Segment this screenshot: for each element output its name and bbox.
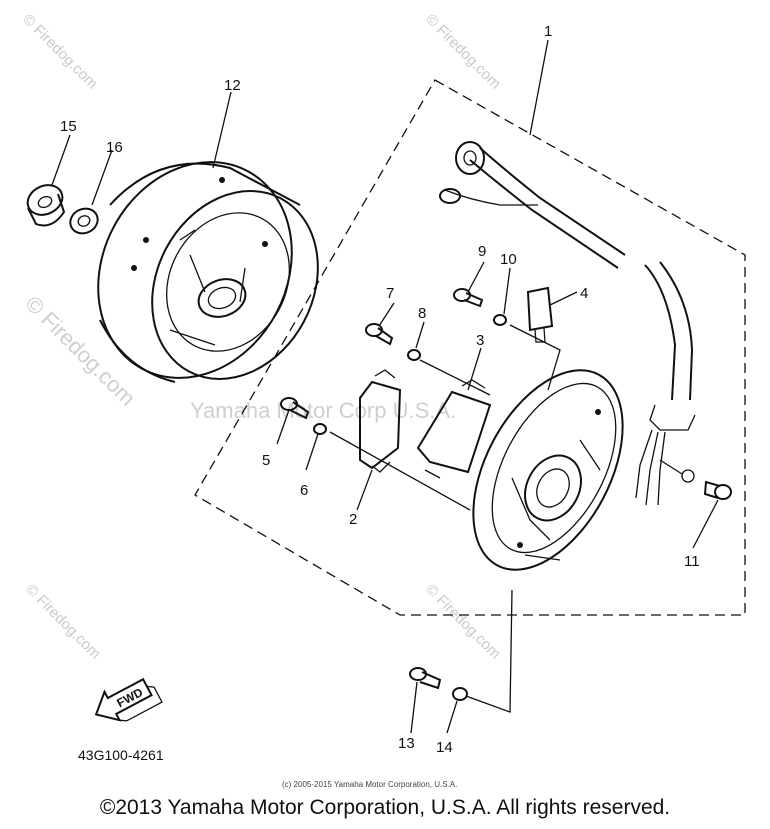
callout-9: 9 [478,243,486,260]
diagram-code: 43G100-4261 [78,747,164,763]
watermark-firedog-3: © Firedog.com [20,291,140,411]
washer-14 [452,687,468,701]
pickup-coil [526,286,554,343]
screw-13 [409,667,442,690]
leader-lines [51,39,719,734]
washer-8 [407,349,421,361]
fwd-arrow: FWD [94,677,163,722]
screw-11 [703,480,732,500]
callout-1: 1 [544,23,552,40]
screw-7 [365,323,394,346]
copyright-small: (c) 2005-2015 Yamaha Motor Corporation, … [282,780,457,789]
stator-base-plate [472,369,624,571]
watermark-firedog-1: © Firedog.com [19,11,101,93]
watermark-firedog-4: © Firedog.com [22,581,104,663]
copyright-main: ©2013 Yamaha Motor Corporation, U.S.A. A… [99,796,671,819]
watermark-firedog-5: © Firedog.com [422,581,504,663]
washer [69,207,99,235]
washer-10 [493,314,507,326]
callout-3: 3 [476,332,484,349]
callout-11: 11 [684,553,700,570]
nut [26,184,66,227]
source-coil [416,379,492,479]
flywheel-rotor [97,161,319,383]
callout-10: 10 [500,251,517,268]
callout-16: 16 [106,139,123,156]
callout-7: 7 [386,285,394,302]
assembly-boundary [194,79,746,616]
callout-6: 6 [300,482,308,499]
screw-9 [453,288,484,308]
callout-14: 14 [436,739,453,756]
callout-8: 8 [418,305,426,322]
callout-2: 2 [349,511,357,528]
watermark-center: Yamaha Motor Corp U.S.A. [190,398,456,423]
callouts: 1 2 3 4 5 6 7 8 9 10 11 12 13 14 15 16 [60,23,700,756]
callout-5: 5 [262,452,270,469]
wire-harness [439,141,696,506]
charge-coil [359,369,402,473]
washer-6 [313,423,327,435]
callout-12: 12 [224,77,241,94]
callout-4: 4 [580,285,588,302]
callout-13: 13 [398,735,415,752]
callout-15: 15 [60,118,77,135]
